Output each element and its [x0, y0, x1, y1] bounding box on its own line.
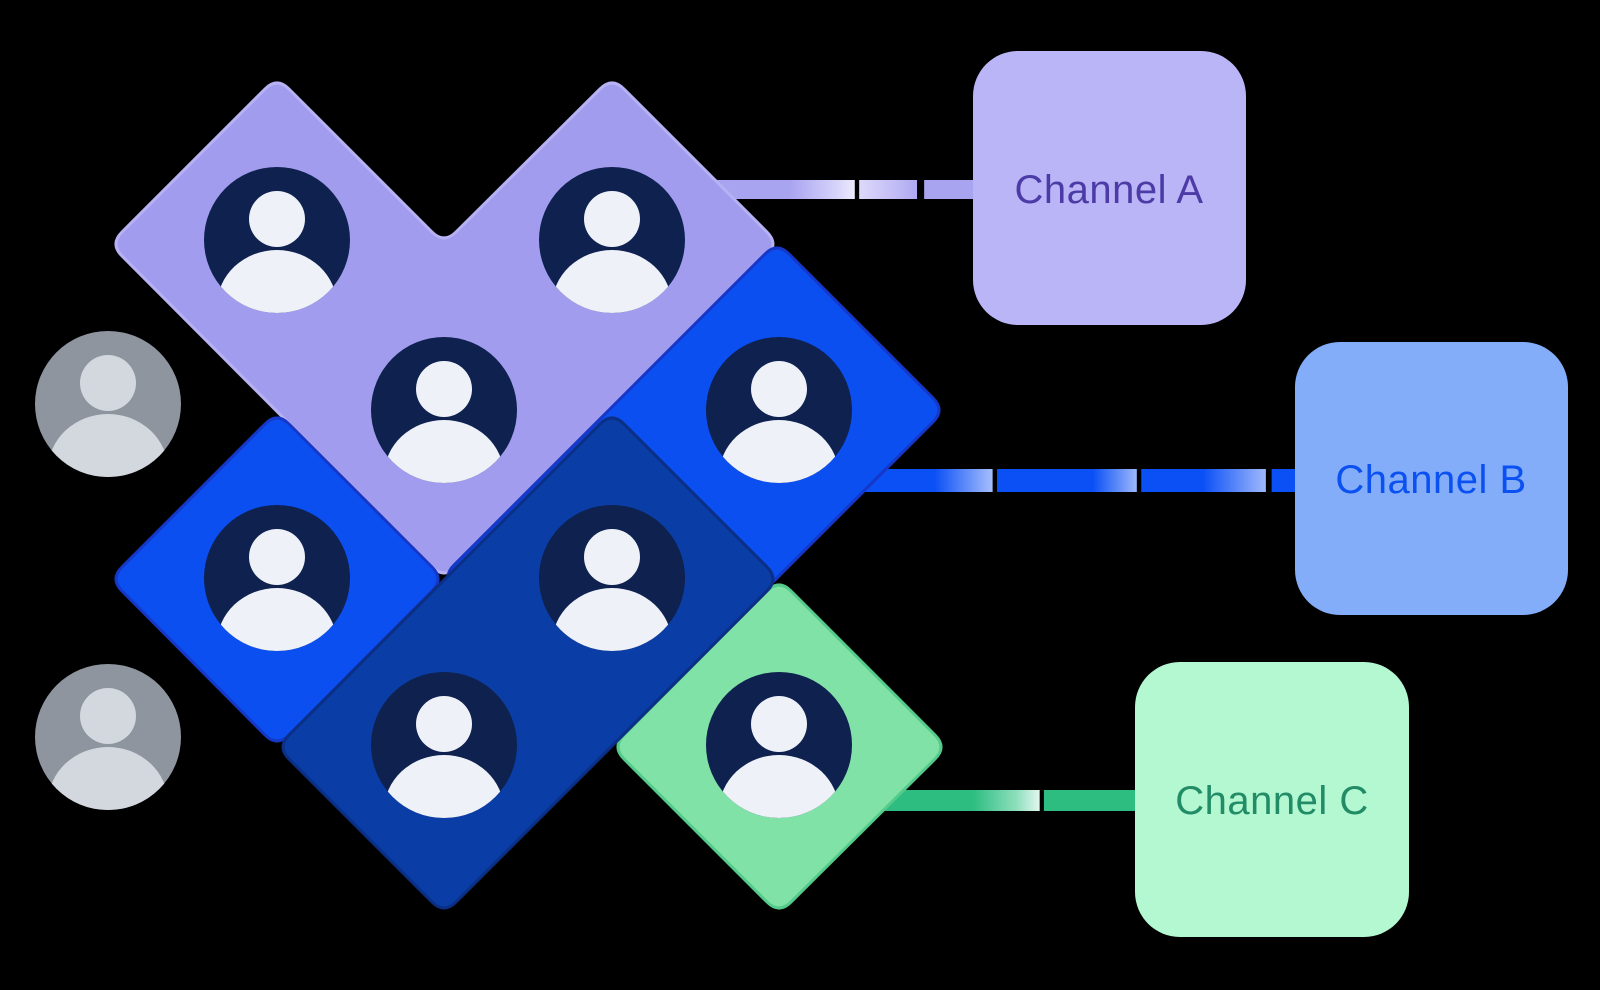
unassigned-user-avatar	[35, 331, 181, 526]
channel-b-box	[1295, 342, 1568, 615]
channel-b-label: Channel B	[1335, 458, 1526, 502]
connector-channel-c	[860, 790, 1135, 811]
channel-c-box	[1135, 662, 1409, 937]
channel-c-label: Channel C	[1175, 779, 1369, 823]
channel-a-box	[973, 51, 1246, 325]
unassigned-user-avatar	[35, 664, 181, 859]
connector-channel-a	[700, 180, 973, 199]
channel-a-label: Channel A	[1014, 168, 1203, 212]
connector-channel-b	[850, 469, 1295, 492]
